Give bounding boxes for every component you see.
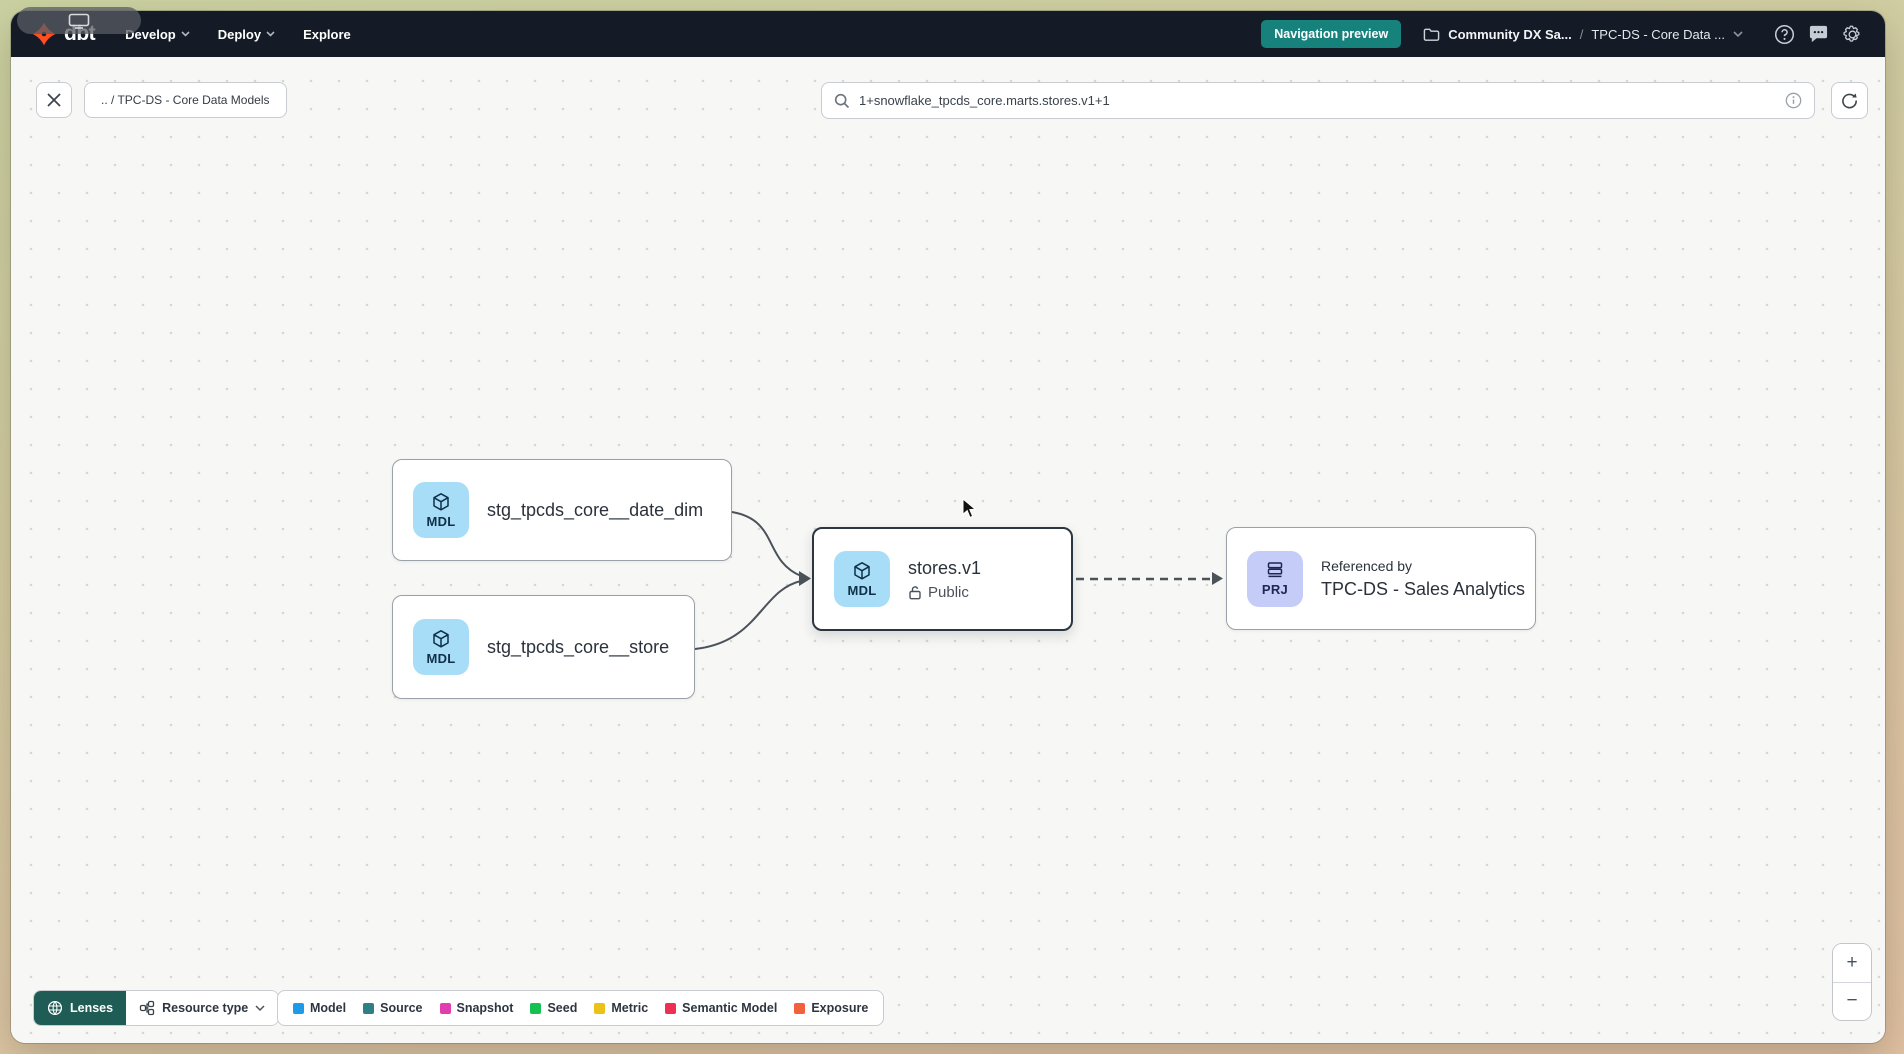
node-stores-v1[interactable]: MDL stores.v1 Public bbox=[812, 527, 1073, 631]
gear-icon bbox=[1842, 25, 1859, 42]
legend-label: Exposure bbox=[811, 1001, 869, 1015]
legend-label: Metric bbox=[611, 1001, 649, 1015]
nav-item-deploy-label: Deploy bbox=[217, 26, 262, 42]
help-icon bbox=[1774, 24, 1794, 44]
node-stg-tpcds-core-date-dim[interactable]: MDL stg_tpcds_core__date_dim bbox=[392, 459, 732, 561]
resource-type-icon bbox=[139, 1000, 155, 1016]
legend-label: Model bbox=[310, 1001, 347, 1015]
legend-item-seed: Seed bbox=[530, 1001, 577, 1015]
info-icon[interactable] bbox=[1785, 92, 1802, 109]
legend-swatch bbox=[665, 1002, 677, 1014]
resource-type-label: Resource type bbox=[162, 1001, 249, 1015]
dbt-app-window: dbt Develop Deploy Explore Navigation pr… bbox=[11, 11, 1885, 1043]
close-icon bbox=[47, 93, 61, 107]
legend-swatch bbox=[293, 1002, 304, 1014]
legend-swatch bbox=[530, 1002, 542, 1014]
nav-item-explore[interactable]: Explore bbox=[303, 27, 351, 42]
legend-item-model: Model bbox=[293, 1001, 346, 1015]
node-label: stg_tpcds_core__store bbox=[487, 636, 670, 657]
legend-item-metric: Metric bbox=[594, 1001, 648, 1015]
node-label: stg_tpcds_core__date_dim bbox=[487, 499, 704, 520]
node-label: TPC-DS - Sales Analytics bbox=[1321, 578, 1526, 599]
cube-icon bbox=[854, 561, 870, 580]
lineage-search-input[interactable] bbox=[859, 93, 1776, 108]
top-nav: dbt Develop Deploy Explore Navigation pr… bbox=[11, 11, 1885, 57]
legend-item-source: Source bbox=[363, 1001, 423, 1015]
nav-item-explore-label: Explore bbox=[303, 26, 351, 42]
chevron-down-icon bbox=[266, 31, 275, 37]
nav-item-develop-label: Develop bbox=[125, 26, 176, 42]
cube-icon bbox=[433, 492, 449, 511]
resource-type-dropdown[interactable]: Resource type bbox=[126, 991, 279, 1025]
screen-share-icon bbox=[68, 13, 90, 29]
lens-controls: Lenses Resource type bbox=[33, 990, 280, 1026]
breadcrumb-separator: / bbox=[1579, 26, 1584, 42]
refresh-icon bbox=[1842, 93, 1857, 109]
zoom-controls: + − bbox=[1832, 943, 1872, 1021]
zoom-in-button[interactable]: + bbox=[1833, 944, 1871, 983]
breadcrumb[interactable]: Community DX Sa... / TPC-DS - Core Data … bbox=[1423, 27, 1743, 42]
project-stack-icon bbox=[1267, 562, 1283, 578]
model-badge: MDL bbox=[413, 482, 469, 538]
lenses-icon bbox=[47, 1000, 63, 1016]
settings-button[interactable] bbox=[1839, 21, 1865, 47]
breadcrumb-project[interactable]: TPC-DS - Core Data ... bbox=[1591, 26, 1725, 42]
node-stg-tpcds-core-store[interactable]: MDL stg_tpcds_core__store bbox=[392, 595, 695, 699]
legend-label: Semantic Model bbox=[682, 1001, 778, 1015]
lenses-label: Lenses bbox=[70, 1001, 114, 1015]
legend-item-snapshot: Snapshot bbox=[439, 1001, 514, 1015]
nav-item-deploy[interactable]: Deploy bbox=[218, 27, 275, 42]
node-tpcds-sales-analytics[interactable]: PRJ Referenced by TPC-DS - Sales Analyti… bbox=[1226, 527, 1536, 630]
lineage-search-bar bbox=[821, 82, 1815, 119]
navigation-preview-badge[interactable]: Navigation preview bbox=[1261, 20, 1402, 48]
breadcrumb-account[interactable]: Community DX Sa... bbox=[1448, 26, 1572, 42]
screen-share-pill bbox=[17, 7, 141, 34]
chat-bubble-icon bbox=[1809, 25, 1827, 43]
legend-swatch bbox=[363, 1002, 375, 1014]
chevron-down-icon bbox=[181, 31, 190, 37]
badge-code: MDL bbox=[426, 513, 456, 529]
legend-label: Source bbox=[380, 1001, 423, 1015]
project-badge: PRJ bbox=[1247, 550, 1303, 607]
unlock-icon bbox=[909, 585, 921, 599]
feedback-button[interactable] bbox=[1805, 21, 1831, 47]
badge-code: PRJ bbox=[1261, 582, 1289, 597]
cube-icon bbox=[433, 629, 449, 648]
model-badge: MDL bbox=[413, 619, 469, 675]
chevron-down-icon bbox=[255, 1004, 265, 1011]
model-badge: MDL bbox=[834, 551, 890, 607]
node-access: Public bbox=[908, 584, 981, 601]
lineage-breadcrumb-chip[interactable]: .. / TPC-DS - Core Data Models bbox=[84, 82, 287, 118]
node-access-label: Public bbox=[928, 583, 969, 601]
legend-swatch bbox=[439, 1002, 451, 1014]
node-sublabel: Referenced by bbox=[1321, 557, 1413, 574]
badge-code: MDL bbox=[426, 650, 456, 666]
node-label: stores.v1 bbox=[908, 557, 982, 578]
legend-swatch bbox=[594, 1002, 606, 1014]
search-icon bbox=[834, 93, 850, 108]
help-button[interactable] bbox=[1771, 21, 1797, 47]
zoom-out-button[interactable]: − bbox=[1833, 982, 1871, 1020]
legend-label: Snapshot bbox=[456, 1001, 514, 1015]
refresh-lineage-button[interactable] bbox=[1831, 82, 1868, 119]
lenses-button[interactable]: Lenses bbox=[34, 991, 127, 1025]
legend-item-semantic-model: Semantic Model bbox=[665, 1001, 777, 1015]
chevron-down-icon[interactable] bbox=[1733, 30, 1743, 38]
lineage-canvas[interactable]: .. / TPC-DS - Core Data Models bbox=[11, 57, 1885, 1043]
nav-item-develop[interactable]: Develop bbox=[125, 27, 190, 42]
badge-code: MDL bbox=[847, 582, 877, 598]
folder-icon bbox=[1423, 28, 1440, 41]
legend-swatch bbox=[794, 1002, 806, 1014]
close-lineage-button[interactable] bbox=[36, 82, 72, 118]
legend-label: Seed bbox=[547, 1001, 578, 1015]
resource-type-legend: Model Source Snapshot Seed Metric bbox=[277, 990, 885, 1026]
legend-item-exposure: Exposure bbox=[794, 1001, 868, 1015]
